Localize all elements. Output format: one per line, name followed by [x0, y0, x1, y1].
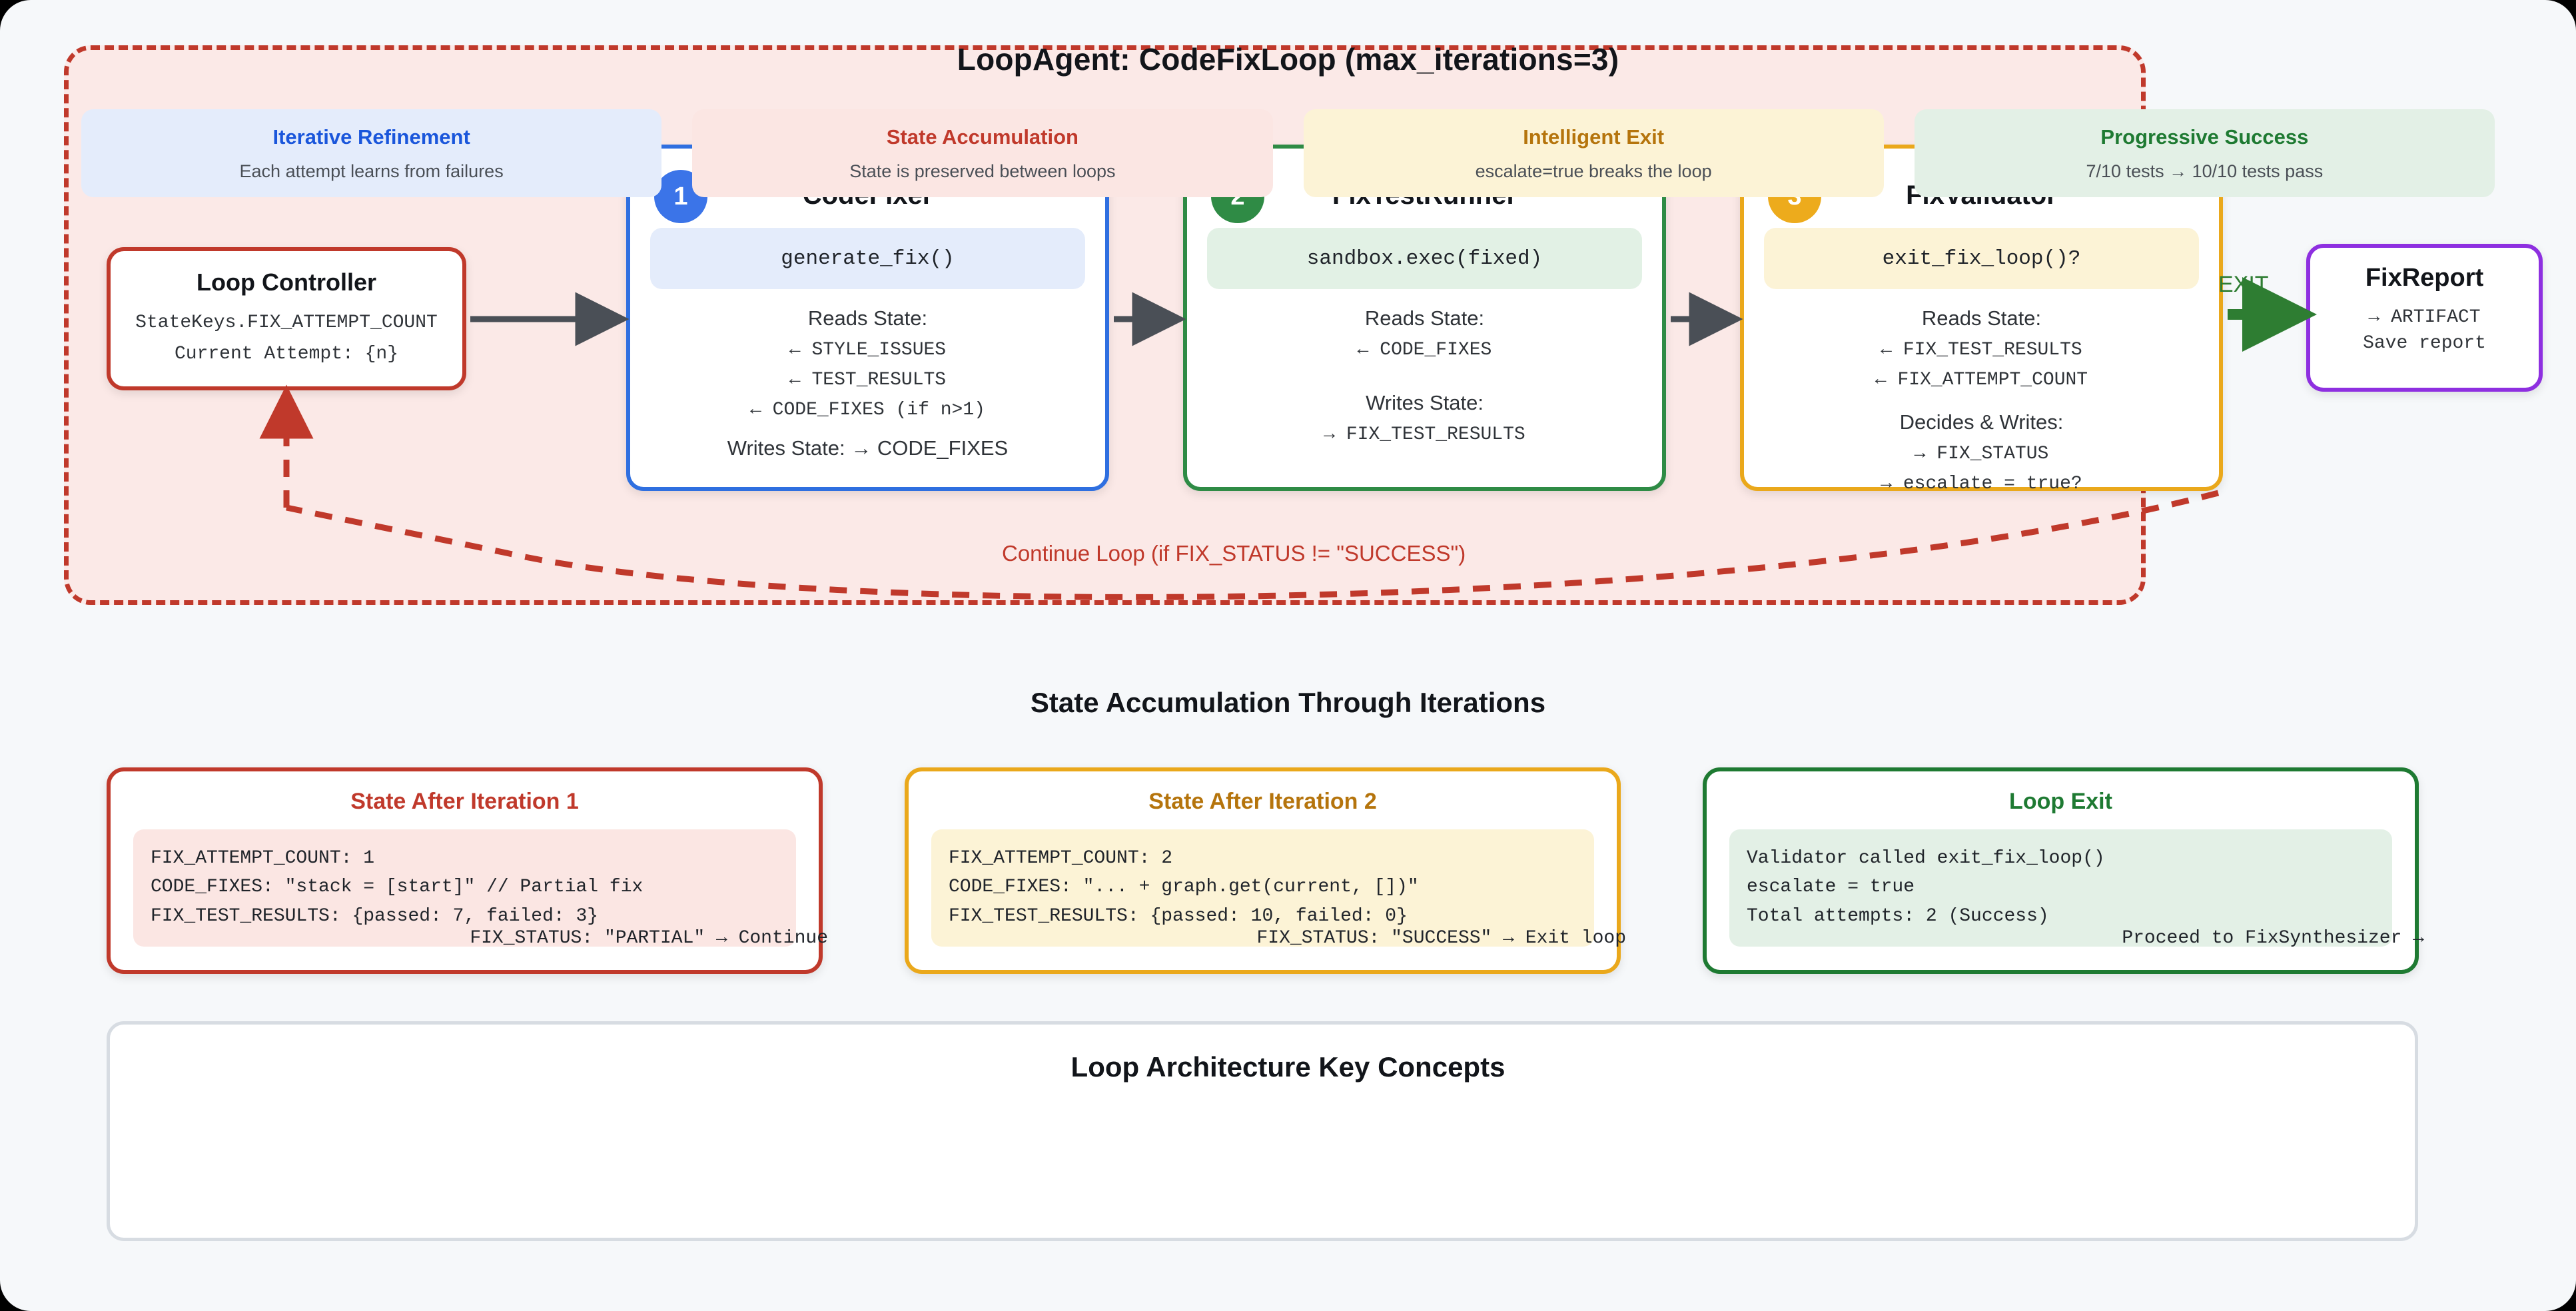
concept-title: Progressive Success — [2100, 125, 2309, 149]
concepts-row: Iterative Refinement Each attempt learns… — [81, 109, 2495, 197]
loop-controller-title: Loop Controller — [197, 268, 376, 296]
reads-state-label-1: Reads State: — [807, 306, 928, 330]
loop-controller-statekey: StateKeys.FIX_ATTEMPT_COUNT — [135, 312, 438, 333]
state-card-body: FIX_ATTEMPT_COUNT: 1 CODE_FIXES: "stack … — [133, 829, 796, 947]
state-card-line: Validator called exit_fix_loop() — [1747, 848, 2105, 869]
reads-state-item: ← STYLE_ISSUES — [789, 340, 947, 360]
writes-state-inline-1: Writes State: → CODE_FIXES — [727, 436, 1009, 460]
reads-state-label-3: Reads State: — [1921, 306, 2042, 330]
state-card-line: FIX_ATTEMPT_COUNT: 1 — [151, 848, 375, 869]
fix-report-node[interactable]: FixReport → ARTIFACT Save report — [2306, 244, 2543, 392]
state-card-footer: FIX_STATUS: "SUCCESS" → Exit loop — [1256, 928, 1627, 949]
state-card-loop-exit[interactable]: Loop Exit Validator called exit_fix_loop… — [1703, 767, 2424, 974]
writes-state-label-2: Writes State: — [1366, 391, 1484, 414]
state-card-title: State After Iteration 1 — [350, 789, 579, 814]
state-card-body: Validator called exit_fix_loop() escalat… — [1729, 829, 2392, 947]
concept-card-state-accumulation[interactable]: State Accumulation State is preserved be… — [692, 109, 1273, 197]
concept-card-intelligent-exit[interactable]: Intelligent Exit escalate=true breaks th… — [1303, 109, 1884, 197]
reads-state-item: ← CODE_FIXES — [1357, 340, 1492, 360]
concepts-section-heading: Loop Architecture Key Concepts — [1071, 1051, 1505, 1083]
concept-title: State Accumulation — [886, 125, 1078, 149]
agent-code-chip-fixvalidator: exit_fix_loop()? — [1764, 228, 2199, 289]
state-card-line: CODE_FIXES: "stack = [start]" // Partial… — [151, 877, 644, 898]
state-card-line: Total attempts: 2 (Success) — [1747, 905, 2049, 927]
agent-code-chip-codefixer: generate_fix() — [650, 228, 1085, 289]
state-card-line: escalate = true — [1747, 877, 1915, 898]
writes-state-item-escalate: → escalate = true? — [1881, 474, 2082, 494]
state-card-line: FIX_TEST_RESULTS: {passed: 7, failed: 3} — [151, 905, 599, 927]
concept-subtitle: escalate=true breaks the loop — [1475, 161, 1712, 181]
concept-card-progressive-success[interactable]: Progressive Success 7/10 tests → 10/10 t… — [1914, 109, 2495, 197]
concept-title: Intelligent Exit — [1523, 125, 1665, 149]
reads-state-item: ← FIX_TEST_RESULTS — [1881, 340, 2082, 360]
fix-report-title: FixReport — [2365, 264, 2484, 292]
key-concepts-panel — [107, 1021, 2418, 1241]
state-card-line: FIX_ATTEMPT_COUNT: 2 — [949, 848, 1173, 869]
loop-agent-title: LoopAgent: CodeFixLoop (max_iterations=3… — [957, 42, 1619, 77]
fix-report-save: Save report — [2363, 333, 2486, 354]
state-card-line: FIX_TEST_RESULTS: {passed: 10, failed: 0… — [949, 905, 1408, 927]
reads-state-item: ← TEST_RESULTS — [789, 370, 947, 390]
state-card-footer: FIX_STATUS: "PARTIAL" → Continue — [470, 928, 828, 949]
concept-subtitle: State is preserved between loops — [849, 161, 1116, 181]
agent-node-fixtestrunner[interactable]: 2 FixTestRunner sandbox.exec(fixed) Read… — [1183, 145, 1666, 491]
reads-state-label-2: Reads State: — [1364, 306, 1485, 330]
concept-card-iterative-refinement[interactable]: Iterative Refinement Each attempt learns… — [81, 109, 662, 197]
state-card-footer: Proceed to FixSynthesizer → — [2122, 928, 2424, 949]
exit-label: EXIT — [2218, 272, 2269, 297]
state-card-title: State After Iteration 2 — [1148, 789, 1377, 814]
agent-code-chip-fixtestrunner: sandbox.exec(fixed) — [1207, 228, 1642, 289]
state-card-title: Loop Exit — [2009, 789, 2112, 814]
writes-state-item: → FIX_TEST_RESULTS — [1324, 424, 1525, 445]
reads-state-item: ← CODE_FIXES (if n>1) — [750, 400, 985, 420]
concept-subtitle: 7/10 tests → 10/10 tests pass — [2086, 161, 2324, 181]
fix-report-artifact: → ARTIFACT — [2368, 307, 2481, 328]
state-card-iteration-1[interactable]: State After Iteration 1 FIX_ATTEMPT_COUN… — [107, 767, 828, 974]
loop-controller-attempt: Current Attempt: {n} — [174, 343, 399, 364]
continue-loop-label: Continue Loop (if FIX_STATUS != "SUCCESS… — [1002, 541, 1466, 566]
reads-state-item: ← FIX_ATTEMPT_COUNT — [1875, 370, 2088, 390]
state-section-heading: State Accumulation Through Iterations — [1030, 687, 1546, 718]
decides-writes-label-3: Decides & Writes: — [1899, 410, 2064, 434]
writes-state-item: → FIX_STATUS — [1914, 444, 2049, 464]
state-card-body: FIX_ATTEMPT_COUNT: 2 CODE_FIXES: "... + … — [931, 829, 1594, 947]
agent-node-codefixer[interactable]: 1 CodeFixer generate_fix() Reads State: … — [626, 145, 1109, 491]
concept-title: Iterative Refinement — [272, 125, 470, 149]
state-card-iteration-2[interactable]: State After Iteration 2 FIX_ATTEMPT_COUN… — [905, 767, 1626, 974]
state-card-line: CODE_FIXES: "... + graph.get(current, []… — [949, 877, 1419, 898]
concept-subtitle: Each attempt learns from failures — [239, 161, 504, 181]
loop-controller-node[interactable]: Loop Controller StateKeys.FIX_ATTEMPT_CO… — [107, 247, 466, 390]
